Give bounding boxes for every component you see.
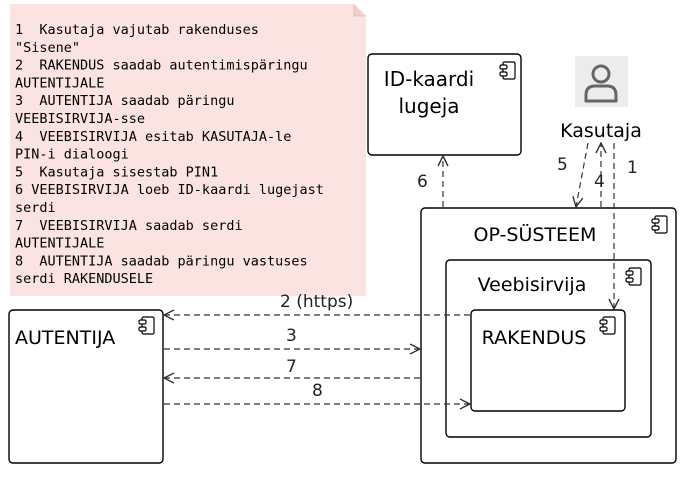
- note-line: PIN-i dialoogi: [15, 147, 129, 163]
- note-shape: [10, 4, 366, 296]
- note-line: 3 AUTENTIJA saadab päringu: [15, 93, 234, 109]
- edge-5-label: 5: [557, 155, 568, 175]
- edge-7-label: 7: [286, 357, 297, 377]
- application-component[interactable]: RAKENDUS: [470, 309, 626, 412]
- id-reader-title-line2: lugeja: [398, 94, 459, 118]
- application-title: RAKENDUS: [482, 327, 587, 349]
- note-line: 8 AUTENTIJA saadab päringu vastuses: [15, 253, 308, 269]
- note-corner-fold: [353, 4, 366, 17]
- note-line: serdi: [15, 200, 56, 216]
- edge-4-label: 4: [594, 172, 605, 192]
- id-reader-title-line1: ID-kaardi: [384, 67, 474, 91]
- edge-8-label: 8: [312, 381, 323, 401]
- note-line: 6 VEEBISIRVIJA loeb ID-kaardi lugejast: [15, 182, 324, 198]
- note-line: 4 VEEBISIRVIJA esitab KASUTAJA-le: [15, 129, 291, 145]
- edge-3-label: 3: [286, 326, 297, 346]
- note-text-lines: 1 Kasutaja vajutab rakenduses "Sisene" 2 R…: [15, 22, 324, 287]
- browser-title: Veebisirvija: [478, 274, 587, 296]
- op-system-title: OP-SÜSTEEM: [474, 223, 597, 246]
- edge-6-label: 6: [417, 172, 428, 192]
- note-line: serdi RAKENDUSELE: [15, 271, 153, 287]
- note-line: 2 RAKENDUS saadab autentimispäringu: [15, 58, 308, 74]
- id-reader-component[interactable]: ID-kaardi lugeja: [367, 53, 522, 156]
- edge-5-line: [576, 142, 589, 207]
- note-line: AUTENTIJALE: [15, 236, 104, 252]
- edge-2-label: 2 (https): [280, 292, 353, 312]
- user-actor[interactable]: Kasutaja: [560, 56, 642, 142]
- note-line: "Sisene": [15, 40, 80, 56]
- note-line: 7 VEEBISIRVIJA saadab serdi: [15, 218, 243, 234]
- legend-note: 1 Kasutaja vajutab rakenduses "Sisene" 2 R…: [10, 4, 366, 296]
- authenticator-title: AUTENTIJA: [15, 327, 115, 349]
- user-icon: [584, 64, 618, 103]
- note-line: VEEBISIRVIJA-sse: [15, 111, 145, 127]
- authenticator-component[interactable]: AUTENTIJA: [8, 309, 164, 464]
- user-label: Kasutaja: [560, 120, 642, 142]
- note-line: AUTENTIJALE: [15, 75, 104, 91]
- edge-1-label: 1: [627, 158, 638, 178]
- note-line: 1 Kasutaja vajutab rakenduses: [15, 22, 259, 38]
- note-line: 5 Kasutaja sisestab PIN1: [15, 164, 218, 180]
